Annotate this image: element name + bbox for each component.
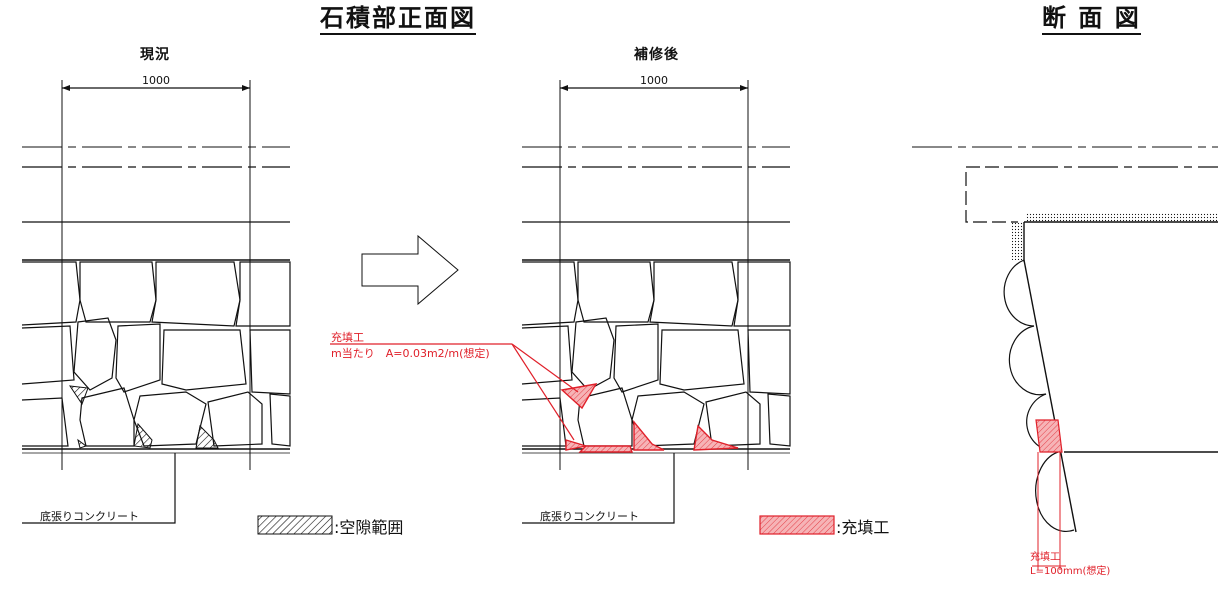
fill-work-legend-label: :充填工: [836, 518, 890, 537]
current-width-dim: 1000: [142, 74, 170, 87]
current-panel: [21, 80, 291, 524]
current-label: 現況: [140, 47, 170, 63]
fill-work-note-detail: m当たり A=0.03m2/m(想定): [331, 347, 490, 360]
after-width-dim: 1000: [640, 74, 668, 87]
after-repair-label: 補修後: [634, 47, 679, 63]
front-view-title: 石積部正面図: [320, 4, 476, 35]
base-concrete-note-left: 底張りコンクリート: [40, 510, 139, 523]
fill-legend-swatch: [759, 515, 835, 535]
after-repair-panel: [521, 80, 791, 524]
arrow-right-icon: [361, 234, 459, 306]
fill-leader: [330, 343, 579, 441]
section-panel: [912, 146, 1218, 570]
void-legend-swatch: [257, 515, 333, 535]
section-view-title: 断 面 図: [1042, 4, 1141, 35]
void-area-legend-label: :空隙範囲: [334, 518, 404, 537]
section-fill-note-title: 充填工: [1030, 552, 1060, 563]
fill-work-note-title: 充填工: [331, 331, 364, 344]
section-fill-note-detail: L=100mm(想定): [1030, 566, 1111, 577]
base-concrete-note-right: 底張りコンクリート: [540, 510, 639, 523]
